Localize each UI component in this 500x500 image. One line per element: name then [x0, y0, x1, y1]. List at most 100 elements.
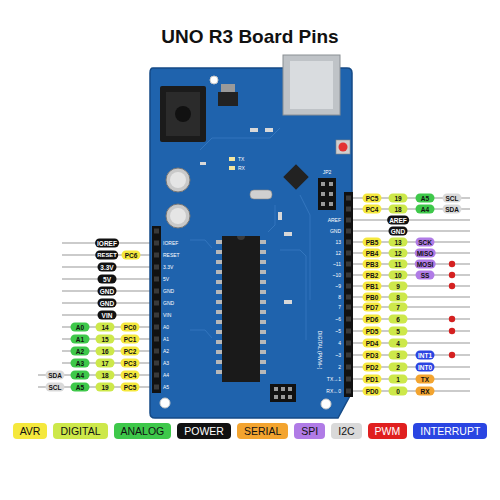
- smd-part: [265, 128, 273, 132]
- pin-header: [154, 361, 159, 366]
- atmega-chip: [216, 370, 222, 374]
- power-jack: [160, 86, 206, 142]
- board-pin-label: 13: [335, 239, 341, 245]
- legend-text: SPI: [301, 425, 318, 437]
- board-pin-label: A0: [163, 324, 169, 330]
- smd-part: [284, 300, 292, 304]
- board-pin-label: ~11: [333, 261, 341, 267]
- legend-text: PWM: [375, 425, 401, 437]
- atmega-chip: [260, 240, 266, 244]
- pin-header: [154, 229, 159, 234]
- board-pin-label: ~9: [335, 283, 341, 289]
- pin-label: PD6: [363, 315, 382, 324]
- board-pin-label: RX: [238, 165, 245, 171]
- pin-label: PC1: [121, 335, 140, 344]
- pin-label: 19: [389, 194, 408, 203]
- pin-label: GND: [98, 299, 117, 308]
- pin-label: PD3: [363, 351, 382, 360]
- legend-swatch: SPI: [294, 423, 325, 439]
- voltage-regulator: [221, 84, 235, 92]
- pin-label: GND: [389, 227, 408, 236]
- pin-label: 18: [389, 205, 408, 214]
- reset-button: [336, 140, 350, 154]
- legend-text: ANALOG: [121, 425, 165, 437]
- icsp-header: [281, 395, 285, 399]
- legend-text: DIGITAL: [60, 425, 100, 437]
- legend-text: SERIAL: [244, 425, 281, 437]
- pin-label: 17: [96, 359, 115, 368]
- atmega-chip: [216, 300, 222, 304]
- board-pin-label: 7: [338, 304, 341, 310]
- smd-part: [200, 162, 206, 165]
- pin-label: A3: [71, 359, 90, 368]
- pin-header: [346, 229, 351, 234]
- pin-label: RX: [416, 387, 435, 396]
- pin-label: IOREF: [95, 239, 119, 248]
- legend-text: I2C: [338, 425, 354, 437]
- pin-label: PD4: [363, 339, 382, 348]
- pin-header: [154, 241, 159, 246]
- pin-label: MISO: [415, 249, 436, 258]
- pin-label: 3: [389, 351, 408, 360]
- atmega-chip: [260, 250, 266, 254]
- pin-header: [154, 301, 159, 306]
- power-jack: [166, 92, 200, 136]
- atmega-chip: [260, 330, 266, 334]
- uno-board: [150, 55, 353, 418]
- jp2-header: [321, 192, 325, 196]
- board-pin-label: 2: [338, 364, 341, 370]
- status-led: [229, 157, 235, 161]
- pwm-marker: [449, 316, 455, 322]
- board-pin-label: 4: [338, 340, 341, 346]
- pin-header: [344, 301, 353, 397]
- jp2-header: [329, 202, 333, 206]
- legend-swatch: SERIAL: [237, 423, 288, 439]
- atmega-chip: [260, 290, 266, 294]
- pin-header: [152, 320, 161, 393]
- smd-part: [278, 212, 282, 220]
- pin-header: [346, 341, 351, 346]
- pin-label: PC5: [363, 194, 382, 203]
- pin-label: SCL: [46, 383, 65, 392]
- board-pin-label: IOREF: [163, 240, 178, 246]
- board-pin-label: 3.3V: [163, 264, 173, 270]
- pin-header: [152, 192, 353, 397]
- pin-header: [154, 325, 159, 330]
- pin-label: PB2: [363, 271, 382, 280]
- pin-label: PD0: [363, 387, 382, 396]
- pin-label: PB0: [363, 293, 382, 302]
- pin-header: [346, 218, 351, 223]
- capacitor: [166, 168, 190, 228]
- board-pin-label: AREF: [328, 217, 341, 223]
- pin-label: PC6: [122, 251, 141, 260]
- atmega-chip: [260, 350, 266, 354]
- pin-label: PB3: [363, 260, 382, 269]
- atmega-chip: [260, 270, 266, 274]
- pin-label: PB5: [363, 238, 382, 247]
- pin-label: TX: [416, 375, 435, 384]
- pin-label: 12: [389, 249, 408, 258]
- pin-label: SCK: [416, 238, 435, 247]
- pin-header: [346, 207, 351, 212]
- atmega-chip: [260, 260, 266, 264]
- board-pin-label: TX→1: [327, 376, 341, 382]
- capacitor: [166, 204, 190, 228]
- pin-label: A5: [416, 194, 435, 203]
- board-pin-label: A2: [163, 348, 169, 354]
- jp2-header: [318, 178, 336, 210]
- atmega-chip: [260, 280, 266, 284]
- pcb-trace: [268, 205, 275, 232]
- board-pin-label: A3: [163, 360, 169, 366]
- pin-header: [154, 385, 159, 390]
- pin-header: [344, 192, 353, 303]
- atmega-chip: [216, 260, 222, 264]
- board-pin-label: ~6: [335, 316, 341, 322]
- pin-label: 5V: [98, 275, 117, 284]
- board-pin-label: ~10: [333, 272, 341, 278]
- mounting-hole: [160, 76, 331, 409]
- mounting-hole: [210, 76, 218, 84]
- pin-header: [346, 196, 351, 201]
- jp2-header: [321, 182, 325, 186]
- atmega-chip: [216, 236, 266, 382]
- board-pin-label: GND: [163, 300, 174, 306]
